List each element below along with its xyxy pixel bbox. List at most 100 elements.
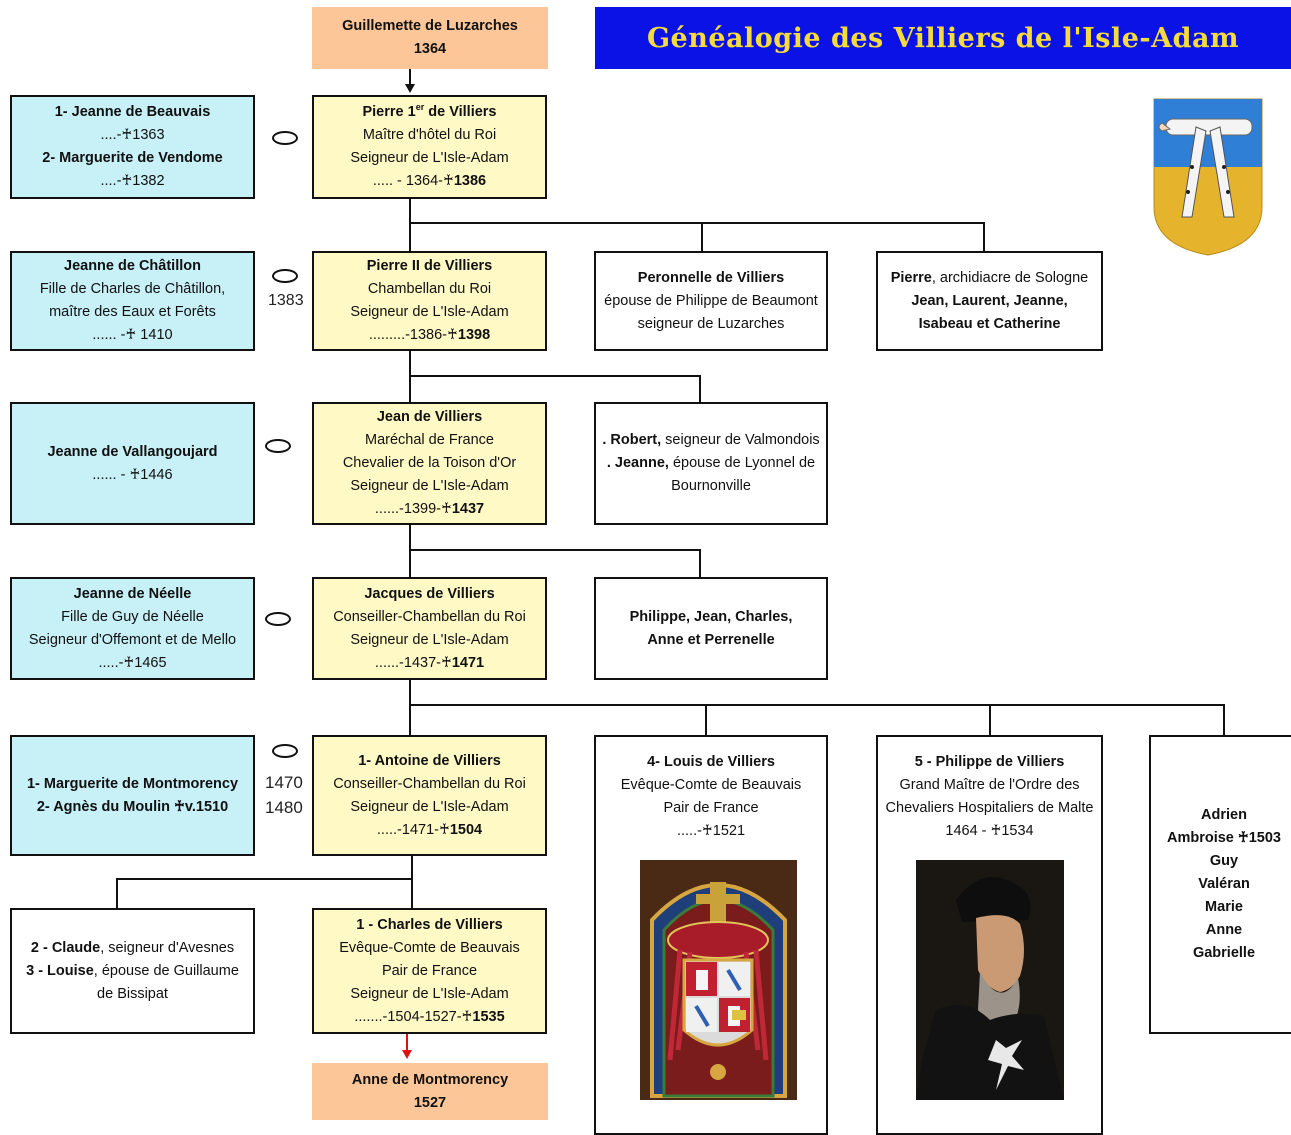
- marriage-ring-icon: [265, 439, 291, 453]
- person-dates: .........-1386-♰1398: [368, 327, 491, 343]
- person-title: Chambellan du Roi: [367, 281, 492, 297]
- sibling-title: Evêque-Comte de Beauvais: [620, 777, 802, 793]
- sibling-name: Adrien: [1201, 807, 1247, 823]
- gen1-spouse-box: 1- Jeanne de Beauvais ....-♰1363 2- Marg…: [10, 95, 255, 199]
- gen4-main-box: Jacques de Villiers Conseiller-Chambella…: [312, 577, 547, 680]
- marriage-ring-icon: [272, 744, 298, 758]
- spouse-line: Jeanne de Néelle: [73, 585, 192, 602]
- person-title: Maître d'hôtel du Roi: [362, 127, 497, 143]
- sibling-line: Bournonville: [671, 478, 751, 494]
- gen6-main-box: 1 - Charles de Villiers Evêque-Comte de …: [312, 908, 547, 1034]
- gen3-spouse-box: Jeanne de Vallangoujard ...... - ♰1446: [10, 402, 255, 525]
- gen4-siblings-box: Philippe, Jean, Charles, Anne et Perrene…: [594, 577, 828, 680]
- page-title: Généalogie des Villiers de l'Isle-Adam: [646, 22, 1240, 54]
- spouse-line: maître des Eaux et Forêts: [49, 304, 216, 320]
- sibling-line: 2 - Claude, seigneur d'Avesnes: [30, 939, 235, 956]
- sibling-names: Jean, Laurent, Jeanne,: [911, 292, 1068, 309]
- sibling-name: Ambroise ♰1503: [1166, 830, 1281, 846]
- ancestor-name: Guillemette de Luzarches: [342, 18, 518, 34]
- spouse-line: 1- Jeanne de Beauvais: [54, 104, 211, 120]
- spouse-line: 2- Marguerite de Vendome: [42, 150, 223, 166]
- gen2-sibling-box: Peronnelle de Villiers épouse de Philipp…: [594, 251, 828, 351]
- person-title: Seigneur de L'Isle-Adam: [350, 631, 509, 648]
- person-dates: .......-1504-1527-♰1535: [354, 1008, 505, 1025]
- sibling-name: Anne: [1205, 922, 1243, 938]
- sibling-names: Isabeau et Catherine: [918, 315, 1061, 332]
- spouse-dates: .....-♰1465: [98, 654, 167, 671]
- stained-glass-image: [640, 860, 797, 1100]
- person-name: 1 - Charles de Villiers: [356, 916, 503, 933]
- person-title: Seigneur de L'Isle-Adam: [350, 304, 509, 320]
- sibling-name: Gabrielle: [1192, 945, 1256, 961]
- sibling-name: Guy: [1209, 853, 1239, 869]
- person-name: Pierre 1er de Villiers: [362, 102, 497, 120]
- spouse-line: Fille de Guy de Néelle: [61, 608, 204, 625]
- marriage-ring-icon: [265, 612, 291, 626]
- marriage-year: 1383: [268, 292, 304, 309]
- portrait-image: [916, 860, 1064, 1100]
- person-dates: ..... - 1364-♰1386: [372, 173, 487, 189]
- sibling-line: 3 - Louise, épouse de Guillaume: [26, 962, 239, 979]
- spouse-line: 1- Marguerite de Montmorency: [26, 775, 239, 792]
- sibling-name: Peronnelle de Villiers: [637, 269, 785, 286]
- spouse-name: Anne de Montmorency: [351, 1071, 509, 1088]
- sibling-title: Chevaliers Hospitaliers de Malte: [885, 800, 1094, 816]
- person-name: Jacques de Villiers: [364, 585, 495, 602]
- ancestor-box: Guillemette de Luzarches 1364: [312, 7, 548, 69]
- marriage-year: 1480: [265, 798, 303, 817]
- spouse-line: Jeanne de Châtillon: [64, 258, 201, 274]
- person-title: Seigneur de L'Isle-Adam: [350, 985, 509, 1002]
- person-title: Pair de France: [381, 962, 478, 979]
- sibling-line: de Bissipat: [97, 985, 168, 1002]
- spouse-dates: ...... -♰ 1410: [92, 327, 173, 343]
- person-title: Maréchal de France: [365, 432, 494, 448]
- gen2-siblings-box: Pierre, archidiacre de Sologne Jean, Lau…: [876, 251, 1103, 351]
- sibling-detail: épouse de Philippe de Beaumont: [604, 292, 818, 309]
- sibling-names: Philippe, Jean, Charles,: [629, 608, 793, 625]
- sibling-detail: seigneur de Luzarches: [637, 315, 785, 332]
- sibling-dates: 1464 - ♰1534: [945, 823, 1034, 839]
- spouse-line: 2- Agnès du Moulin ♰v.1510: [36, 798, 229, 815]
- person-title: Evêque-Comte de Beauvais: [339, 939, 520, 956]
- marriage-year: 1470: [265, 773, 303, 792]
- spouse-dates: ....-♰1363: [100, 127, 165, 143]
- person-title: Seigneur de L'Isle-Adam: [350, 478, 509, 494]
- spouse-year: 1527: [413, 1094, 447, 1111]
- sibling-title: Grand Maître de l'Ordre des: [899, 777, 1080, 793]
- sibling-names: Anne et Perrenelle: [647, 631, 775, 648]
- person-title: Chevalier de la Toison d'Or: [342, 455, 517, 471]
- gen5-spouse-box: 1- Marguerite de Montmorency 2- Agnès du…: [10, 735, 255, 856]
- coat-of-arms-image: [1153, 98, 1263, 256]
- sibling-name: Valéran: [1198, 876, 1250, 892]
- person-dates: .....-1471-♰1504: [376, 821, 483, 838]
- sibling-name: Marie: [1205, 899, 1243, 915]
- ancestor-year: 1364: [413, 41, 447, 57]
- spouse-bottom-box: Anne de Montmorency 1527: [312, 1063, 548, 1120]
- sibling-dates: .....-♰1521: [676, 823, 746, 839]
- gen2-spouse-box: Jeanne de Châtillon Fille de Charles de …: [10, 251, 255, 351]
- title-banner: Généalogie des Villiers de l'Isle-Adam: [595, 7, 1291, 69]
- gen5-siblings-box: Adrien Ambroise ♰1503 Guy Valéran Marie …: [1149, 735, 1291, 1034]
- sibling-name: Pierre, archidiacre de Sologne: [890, 269, 1089, 286]
- gen5-main-box: 1- Antoine de Villiers Conseiller-Chambe…: [312, 735, 547, 856]
- gen3-main-box: Jean de Villiers Maréchal de France Chev…: [312, 402, 547, 525]
- gen6-siblings-box: 2 - Claude, seigneur d'Avesnes 3 - Louis…: [10, 908, 255, 1034]
- person-name: Pierre II de Villiers: [366, 258, 493, 274]
- spouse-dates: ...... - ♰1446: [92, 466, 173, 483]
- spouse-dates: ....-♰1382: [100, 173, 165, 189]
- gen4-spouse-box: Jeanne de Néelle Fille de Guy de Néelle …: [10, 577, 255, 680]
- gen3-siblings-box: . Robert, seigneur de Valmondois . Jeann…: [594, 402, 828, 525]
- spouse-line: Seigneur d'Offemont et de Mello: [28, 631, 237, 648]
- gen2-main-box: Pierre II de Villiers Chambellan du Roi …: [312, 251, 547, 351]
- marriage-ring-icon: [272, 269, 298, 283]
- spouse-line: Fille de Charles de Châtillon,: [39, 281, 226, 297]
- person-dates: ......-1399-♰1437: [374, 501, 485, 517]
- sibling-line: . Jeanne, épouse de Lyonnel de: [606, 455, 816, 471]
- person-dates: ......-1437-♰1471: [374, 654, 485, 671]
- sibling-name: 4- Louis de Villiers: [647, 754, 775, 770]
- person-name: Jean de Villiers: [376, 409, 483, 425]
- person-title: Seigneur de L'Isle-Adam: [350, 798, 509, 815]
- spouse-line: Jeanne de Vallangoujard: [47, 443, 218, 460]
- person-title: Conseiller-Chambellan du Roi: [333, 608, 526, 625]
- gen1-main-box: Pierre 1er de Villiers Maître d'hôtel du…: [312, 95, 547, 199]
